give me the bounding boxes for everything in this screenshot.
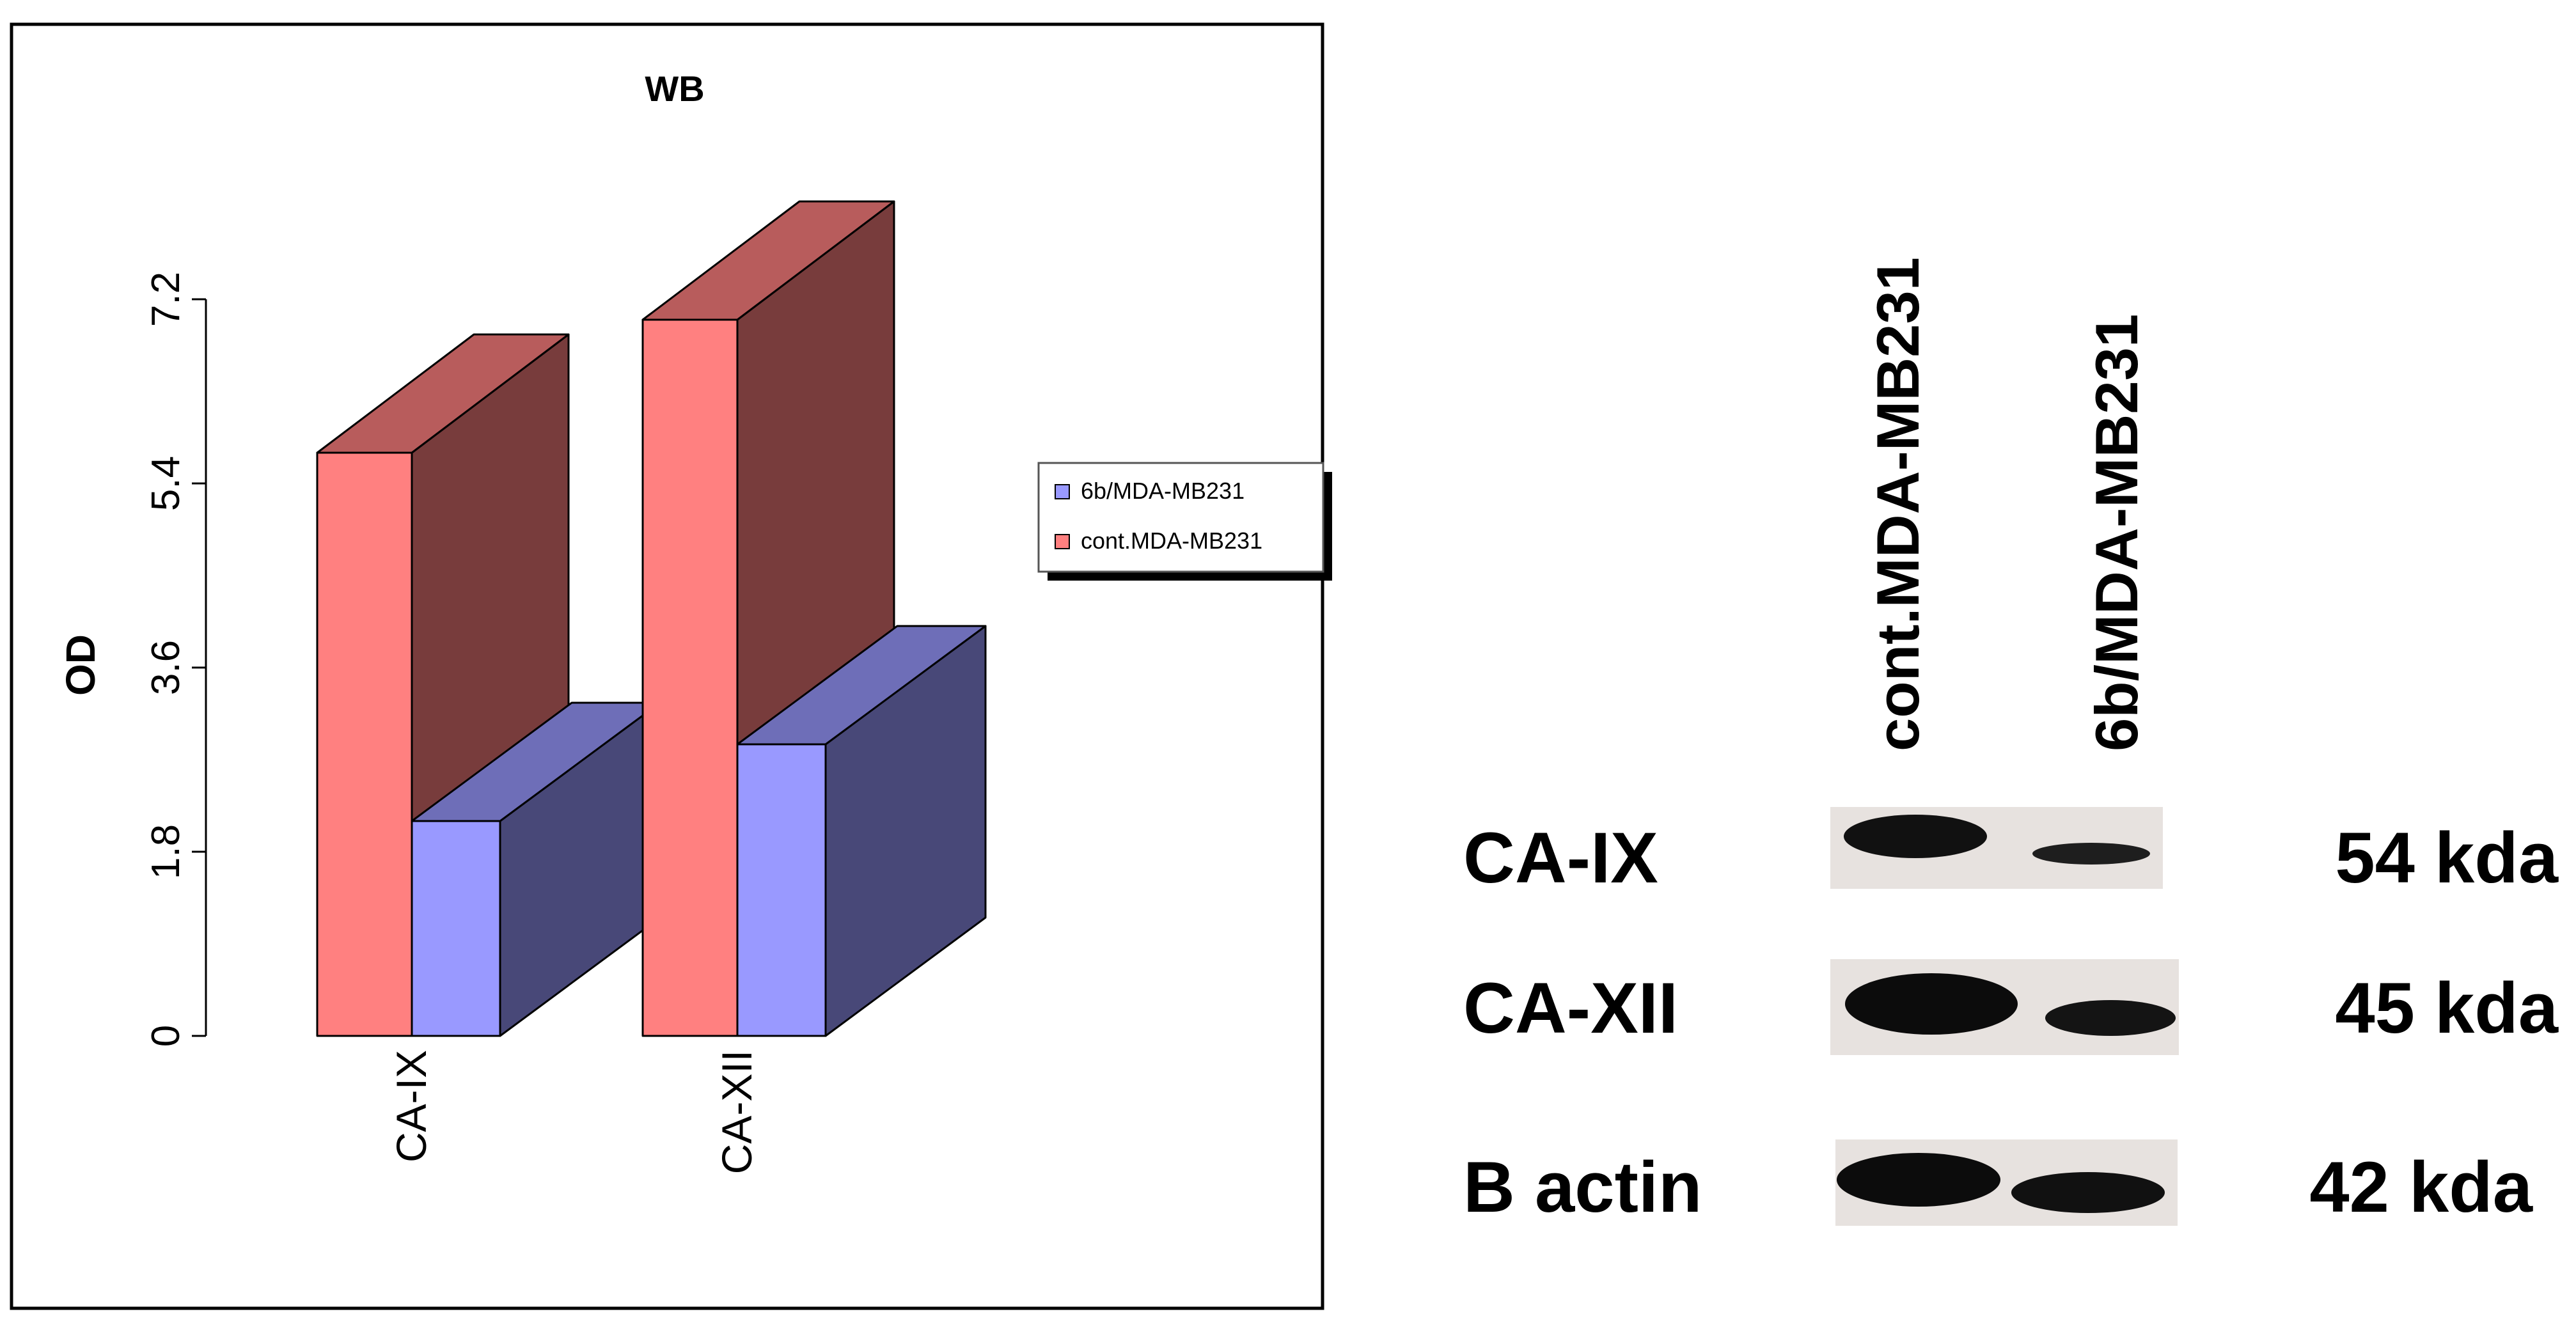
x-axis-tick-labels: CA-IX CA-XII xyxy=(388,1050,760,1174)
size-label: 42 kda xyxy=(2309,1147,2533,1227)
y-tick-label: 5.4 xyxy=(144,456,188,511)
bar-6b-front xyxy=(736,743,827,1037)
bar-6b-front xyxy=(411,820,501,1037)
protein-label: CA-IX xyxy=(1463,818,1658,898)
legend-swatch xyxy=(1055,484,1070,499)
blot-strip-ca-ix xyxy=(1830,807,2163,889)
chart-title: WB xyxy=(645,68,704,109)
blot-strip-ca-xii xyxy=(1830,959,2179,1055)
bar-cont-front xyxy=(316,451,413,1037)
y-tick-label: 3.6 xyxy=(144,640,188,695)
legend-box xyxy=(1037,462,1324,573)
bar-group-ca-ix xyxy=(316,333,661,1037)
legend-swatch xyxy=(1055,534,1070,549)
legend-label: cont.MDA-MB231 xyxy=(1081,528,1262,554)
protein-label: B actin xyxy=(1463,1147,1702,1227)
legend: 6b/MDA-MB231 cont.MDA-MB231 xyxy=(1037,462,1332,581)
bar-cont-front xyxy=(641,318,739,1037)
legend-label: 6b/MDA-MB231 xyxy=(1081,478,1245,504)
protein-label: CA-XII xyxy=(1463,968,1678,1048)
western-blot-panel: cont.MDA-MB231 6b/MDA-MB231 CA-IX CA-XII… xyxy=(1463,257,2559,1227)
y-tick-label: 1.8 xyxy=(144,824,188,879)
bar-group-ca-xii xyxy=(641,200,987,1037)
blot-strip-b-actin xyxy=(1835,1139,2178,1226)
x-tick-label: CA-IX xyxy=(388,1050,435,1163)
lane-label: cont.MDA-MB231 xyxy=(1864,257,1931,751)
size-label: 54 kda xyxy=(2335,818,2558,898)
bars xyxy=(316,200,987,1037)
y-axis: 0 1.8 3.6 5.4 7.2 xyxy=(144,272,207,1047)
lane-label: 6b/MDA-MB231 xyxy=(2083,314,2150,751)
size-label: 45 kda xyxy=(2335,968,2558,1048)
y-tick-label: 7.2 xyxy=(144,272,188,327)
y-axis-label: OD xyxy=(58,634,104,696)
x-tick-label: CA-XII xyxy=(713,1050,760,1174)
y-tick-label: 0 xyxy=(144,1025,188,1047)
